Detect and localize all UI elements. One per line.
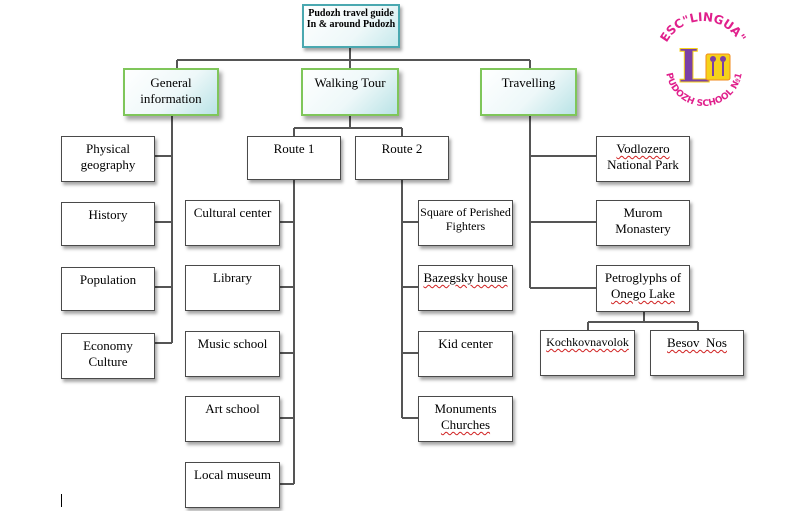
general-item-line1: History xyxy=(88,207,128,222)
general-item-line2: Culture xyxy=(88,354,128,369)
text-cursor xyxy=(61,494,62,507)
category-travelling: Travelling xyxy=(480,68,577,116)
root-title-line2: In & around Pudozh xyxy=(306,19,396,30)
general-item: Population xyxy=(61,267,155,311)
route1-stop-label: Library xyxy=(213,270,252,285)
root-title-line1: Pudozh travel guide xyxy=(308,8,394,19)
route2-stop: Square of Perished Fighters xyxy=(418,200,513,246)
route2-stop-line1: Monuments xyxy=(434,401,497,416)
route-1-label: Route 1 xyxy=(273,141,315,156)
travelling-item: Vodlozero National Park xyxy=(596,136,690,182)
travelling-item-line2: National Park xyxy=(607,157,679,172)
route-1: Route 1 xyxy=(247,136,341,180)
route-2-label: Route 2 xyxy=(381,141,423,156)
route2-stop-line1: Square of Perished xyxy=(420,205,511,219)
travelling-item-line1: Petroglyphs of xyxy=(604,270,682,285)
petroglyph-site-label: Kochkovnavolok xyxy=(546,335,629,349)
route2-stop: Bazegsky house xyxy=(418,265,513,311)
category-general-line1: General xyxy=(150,75,192,90)
route2-stop-line1: Bazegsky house xyxy=(423,270,508,285)
root-node: Pudozh travel guide In & around Pudozh xyxy=(302,4,400,48)
category-walking-label: Walking Tour xyxy=(314,75,386,90)
category-travelling-label: Travelling xyxy=(501,75,556,90)
travelling-item-line1: Murom xyxy=(623,205,663,220)
general-item: History xyxy=(61,202,155,246)
travelling-item-line1: Vodlozero xyxy=(616,141,670,156)
route2-stop-line1: Kid center xyxy=(438,336,493,351)
route2-stop-line2: Churches xyxy=(440,417,491,432)
general-item-line1: Economy xyxy=(83,338,133,353)
travelling-item-line2: Monastery xyxy=(615,221,671,236)
route2-stop-line2: Fighters xyxy=(445,219,486,233)
travelling-item: Petroglyphs of Onego Lake xyxy=(596,265,690,312)
route1-stop: Music school xyxy=(185,331,280,377)
route2-stop: Kid center xyxy=(418,331,513,377)
travelling-item: Murom Monastery xyxy=(596,200,690,246)
route-2: Route 2 xyxy=(355,136,449,180)
route1-stop: Art school xyxy=(185,396,280,442)
general-item-line2: geography xyxy=(80,157,136,172)
general-item: Economy Culture xyxy=(61,333,155,379)
route1-stop: Cultural center xyxy=(185,200,280,246)
petroglyph-site: Besov Nos xyxy=(650,330,744,376)
route2-stop: Monuments Churches xyxy=(418,396,513,442)
route1-stop-label: Music school xyxy=(197,336,268,351)
general-item-line1: Population xyxy=(79,272,137,287)
general-item: Physical geography xyxy=(61,136,155,182)
category-general-information: General information xyxy=(123,68,219,116)
category-general-line2: information xyxy=(140,91,202,106)
logo-figures-icon xyxy=(705,53,731,81)
petroglyph-site-label: Besov Nos xyxy=(667,335,727,350)
travelling-item-line2: Onego Lake xyxy=(611,286,675,301)
route1-stop: Library xyxy=(185,265,280,311)
petroglyph-site: Kochkovnavolok xyxy=(540,330,635,376)
route1-stop-label: Local museum xyxy=(194,467,271,482)
school-logo: ESC"LINGUA" PUDOZH SCHOOL №1 L xyxy=(657,10,748,108)
logo-letter: L xyxy=(678,39,710,93)
route1-stop-label: Cultural center xyxy=(193,205,272,220)
route1-stop: Local museum xyxy=(185,462,280,508)
general-item-line1: Physical xyxy=(85,141,131,156)
category-walking-tour: Walking Tour xyxy=(301,68,399,116)
route1-stop-label: Art school xyxy=(205,401,260,416)
